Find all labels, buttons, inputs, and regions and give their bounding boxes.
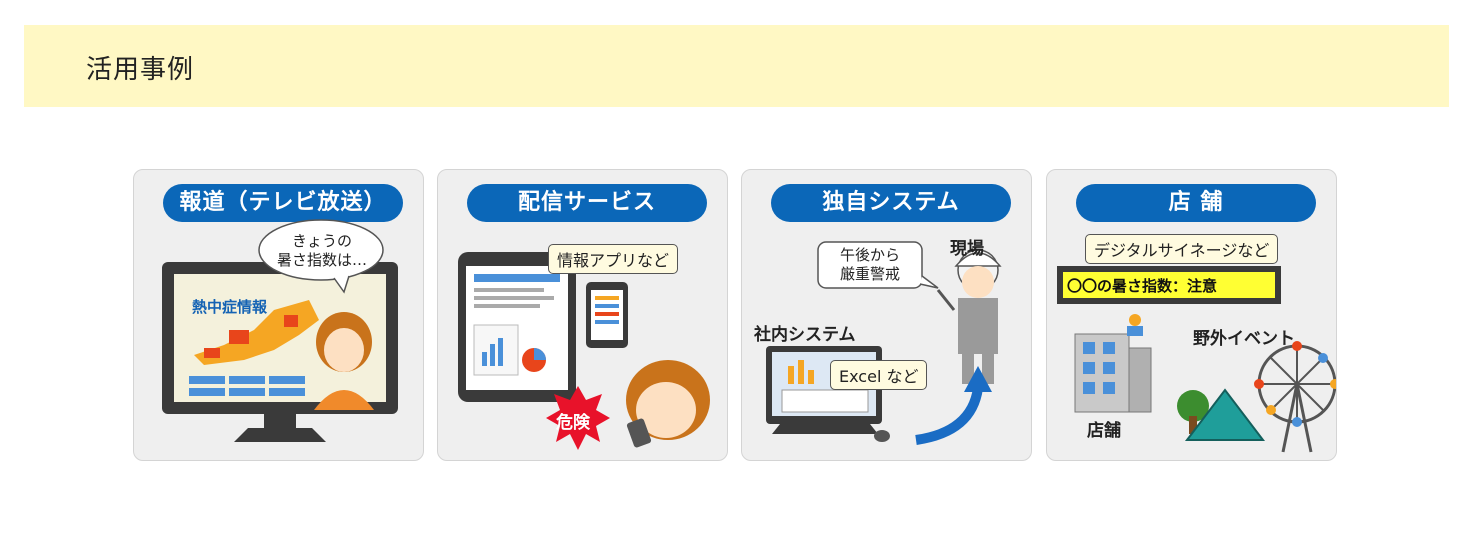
section-header: 活用事例 xyxy=(24,25,1449,107)
case-title-broadcast: 報道（テレビ放送） xyxy=(163,184,403,222)
system-label: 社内システム xyxy=(754,325,856,345)
anchor-speech-bubble: きょうの 暑さ指数は… xyxy=(276,232,367,269)
case-card-store: 店 舗 デジタルサイネージなど 〇〇の暑さ指数：注意 野外イベント 店舗 xyxy=(1046,169,1337,461)
danger-badge: 危険 xyxy=(556,413,590,433)
store-label: 店舗 xyxy=(1087,421,1121,441)
signage-text: 〇〇の暑さ指数：注意 xyxy=(1067,277,1218,295)
case-card-distribution: 配信サービス 情報アプリなど 危険 xyxy=(437,169,728,461)
excel-callout: Excel など xyxy=(830,360,928,390)
signage-callout: デジタルサイネージなど xyxy=(1085,234,1279,264)
screen-caption: 熱中症情報 xyxy=(192,298,268,316)
case-card-broadcast: 報道（テレビ放送） 熱中症情報 きょうの 暑さ指数は… xyxy=(133,169,424,461)
case-card-system: 独自システム 午後から 厳重警戒 現場 社内システム Excel など xyxy=(741,169,1032,461)
store-event-illustration xyxy=(1057,266,1336,453)
alert-speech-bubble: 午後から 厳重警戒 xyxy=(839,246,900,283)
section-title: 活用事例 xyxy=(86,55,195,85)
outdoor-event-label: 野外イベント xyxy=(1193,329,1295,349)
site-label: 現場 xyxy=(950,239,984,259)
case-title-store: 店 舗 xyxy=(1076,184,1316,222)
pc-worker-illustration xyxy=(766,241,1002,445)
case-title-system: 独自システム xyxy=(771,184,1011,222)
app-callout: 情報アプリなど xyxy=(548,244,679,274)
case-title-distribution: 配信サービス xyxy=(467,184,707,222)
tablet-phone-illustration xyxy=(458,252,710,450)
tv-monitor-illustration xyxy=(162,219,398,442)
